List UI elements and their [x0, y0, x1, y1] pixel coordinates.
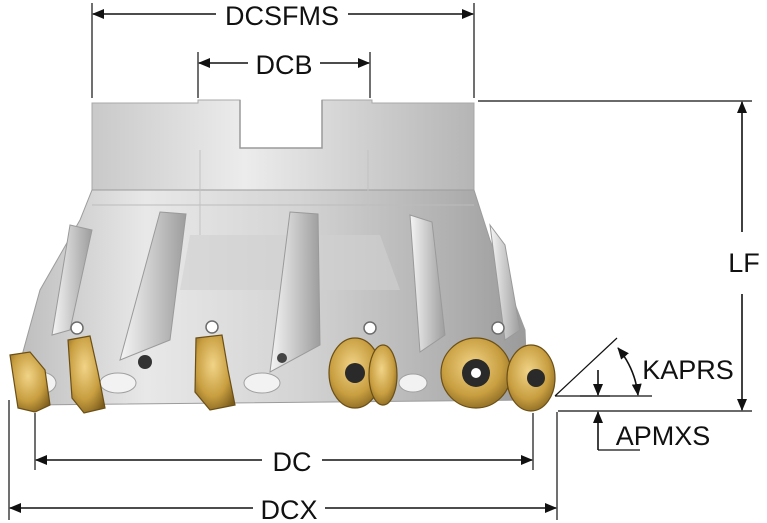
insert	[194, 334, 236, 411]
label-apmxs: APMXS	[616, 421, 711, 451]
label-dcb: DCB	[255, 50, 312, 80]
chip-pocket	[243, 372, 281, 394]
dimension-lines	[8, 3, 752, 520]
coolant-hole	[363, 321, 377, 335]
screw-hole	[277, 353, 287, 363]
label-dcx: DCX	[260, 495, 317, 523]
inserts	[9, 334, 556, 414]
insert-screw	[345, 363, 365, 383]
coolant-hole	[70, 321, 84, 335]
flute	[51, 224, 93, 336]
screw-hole	[138, 355, 152, 369]
coolant-hole	[205, 320, 219, 334]
insert	[9, 351, 51, 413]
label-lf: LF	[728, 248, 760, 278]
insert	[368, 344, 398, 406]
flute	[119, 211, 187, 361]
coolant-hole	[491, 321, 505, 335]
cutter-head	[17, 189, 529, 406]
insert-screw	[527, 369, 545, 387]
label-dcsfms: DCSFMS	[225, 1, 339, 31]
cutter-body	[17, 99, 529, 406]
chip-pocket	[99, 372, 137, 394]
insert	[67, 335, 106, 414]
flute	[409, 214, 446, 353]
dimension-labels: DCSFMS DCB LF KAPRS APMXS DC DCX	[225, 1, 760, 523]
drive-slot	[240, 100, 322, 148]
chip-pocket	[398, 373, 428, 393]
label-dc: DC	[273, 447, 312, 477]
label-kaprs: KAPRS	[642, 355, 734, 385]
flute	[489, 223, 521, 341]
flute	[269, 211, 321, 373]
